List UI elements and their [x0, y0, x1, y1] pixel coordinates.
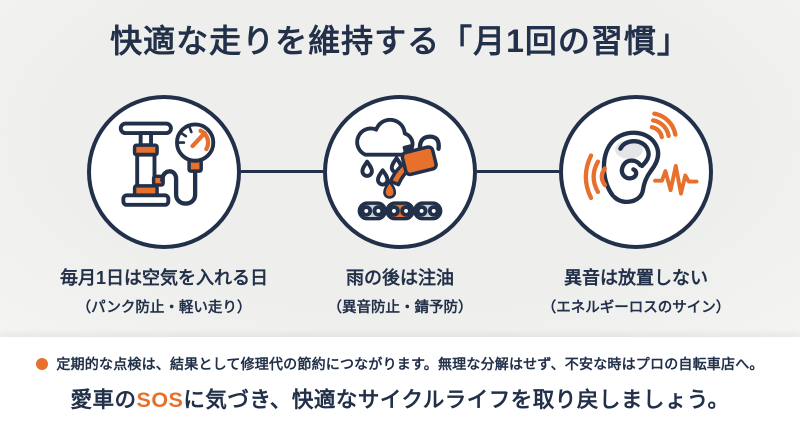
step-circle — [559, 95, 713, 249]
footer-note-row: 定期的な点検は、結果として修理代の節約につながります。無理な分解はせず、不安な時… — [0, 354, 800, 374]
air-pump-icon — [118, 121, 216, 207]
step-caption: 異音は放置しない — [564, 268, 708, 288]
steps-row: 毎月1日は空気を入れる日 （パンク防止・軽い走り） — [46, 95, 754, 317]
step-subcaption: （エネルギーロスのサイン） — [541, 300, 731, 316]
step-subcaption: （異音防止・錆予防） — [327, 300, 473, 316]
connector-line — [477, 170, 559, 173]
closing-pre: 愛車の — [70, 388, 137, 412]
closing-post: に気づき、快適なサイクルライフを取り戻しましょう。 — [183, 388, 730, 412]
bullet-icon — [36, 358, 49, 370]
footer-note: 定期的な点検は、結果として修理代の節約につながります。無理な分解はせず、不安な時… — [56, 356, 764, 372]
step-caption: 毎月1日は空気を入れる日 — [59, 268, 268, 288]
step-caption: 雨の後は注油 — [346, 268, 454, 288]
closing-message: 愛車のSOSに気づき、快適なサイクルライフを取り戻しましょう。 — [0, 383, 800, 414]
step-circle — [87, 95, 241, 249]
step-subcaption: （パンク防止・軽い走り） — [76, 300, 252, 316]
sos-highlight: SOS — [136, 388, 184, 412]
footer-section: 定期的な点検は、結果として修理代の節約につながります。無理な分解はせず、不安な時… — [0, 337, 800, 434]
page-title: 快適な走りを維持する「月1回の習慣」 — [110, 23, 690, 59]
step-noise: 異音は放置しない （エネルギーロスのサイン） — [518, 95, 754, 317]
step-chain-oil: 雨の後は注油 （異音防止・錆予防） — [282, 95, 518, 317]
connector-line — [241, 170, 323, 173]
oiling-chain-icon — [355, 117, 443, 221]
step-air-pump: 毎月1日は空気を入れる日 （パンク防止・軽い走り） — [46, 95, 282, 317]
step-circle — [323, 95, 477, 249]
ear-noise-icon — [583, 111, 699, 205]
top-section: 快適な走りを維持する「月1回の習慣」 — [0, 0, 800, 337]
